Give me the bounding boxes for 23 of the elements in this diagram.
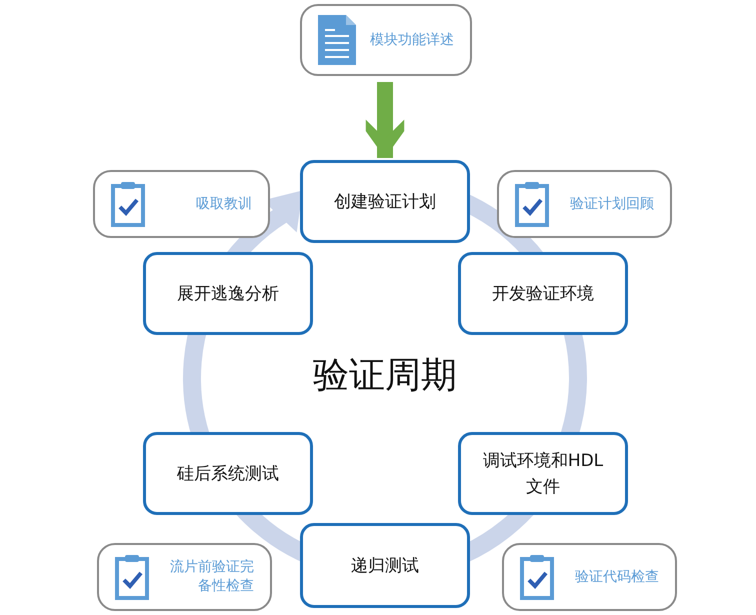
process-box	[143, 252, 313, 335]
node-label: 模块功能详述	[369, 30, 454, 50]
node-label: 验证计划回顾	[569, 194, 654, 214]
note-box	[93, 170, 270, 238]
node-label: 硅后系统测试	[177, 462, 279, 486]
note-box	[97, 543, 272, 611]
process-box	[458, 252, 628, 335]
node-label: 开发验证环境	[492, 282, 594, 306]
note-box	[502, 543, 677, 611]
title: 验证周期	[312, 354, 458, 398]
process-box	[143, 432, 313, 515]
node-label: 吸取教训	[195, 194, 252, 214]
process-box	[300, 160, 470, 243]
note-box	[497, 170, 672, 238]
node-label: 验证代码检查	[574, 568, 659, 586]
node-label: 展开逃逸分析	[177, 282, 279, 306]
note-box	[300, 4, 472, 76]
process-box	[300, 523, 470, 608]
node-label: 创建验证计划	[334, 190, 436, 214]
node-label: 递归测试	[351, 554, 419, 578]
process-box	[458, 432, 628, 515]
node-label: 流片前验证完备性检查	[169, 558, 254, 596]
node-label: 调试环境和HDL 文件	[482, 450, 604, 498]
